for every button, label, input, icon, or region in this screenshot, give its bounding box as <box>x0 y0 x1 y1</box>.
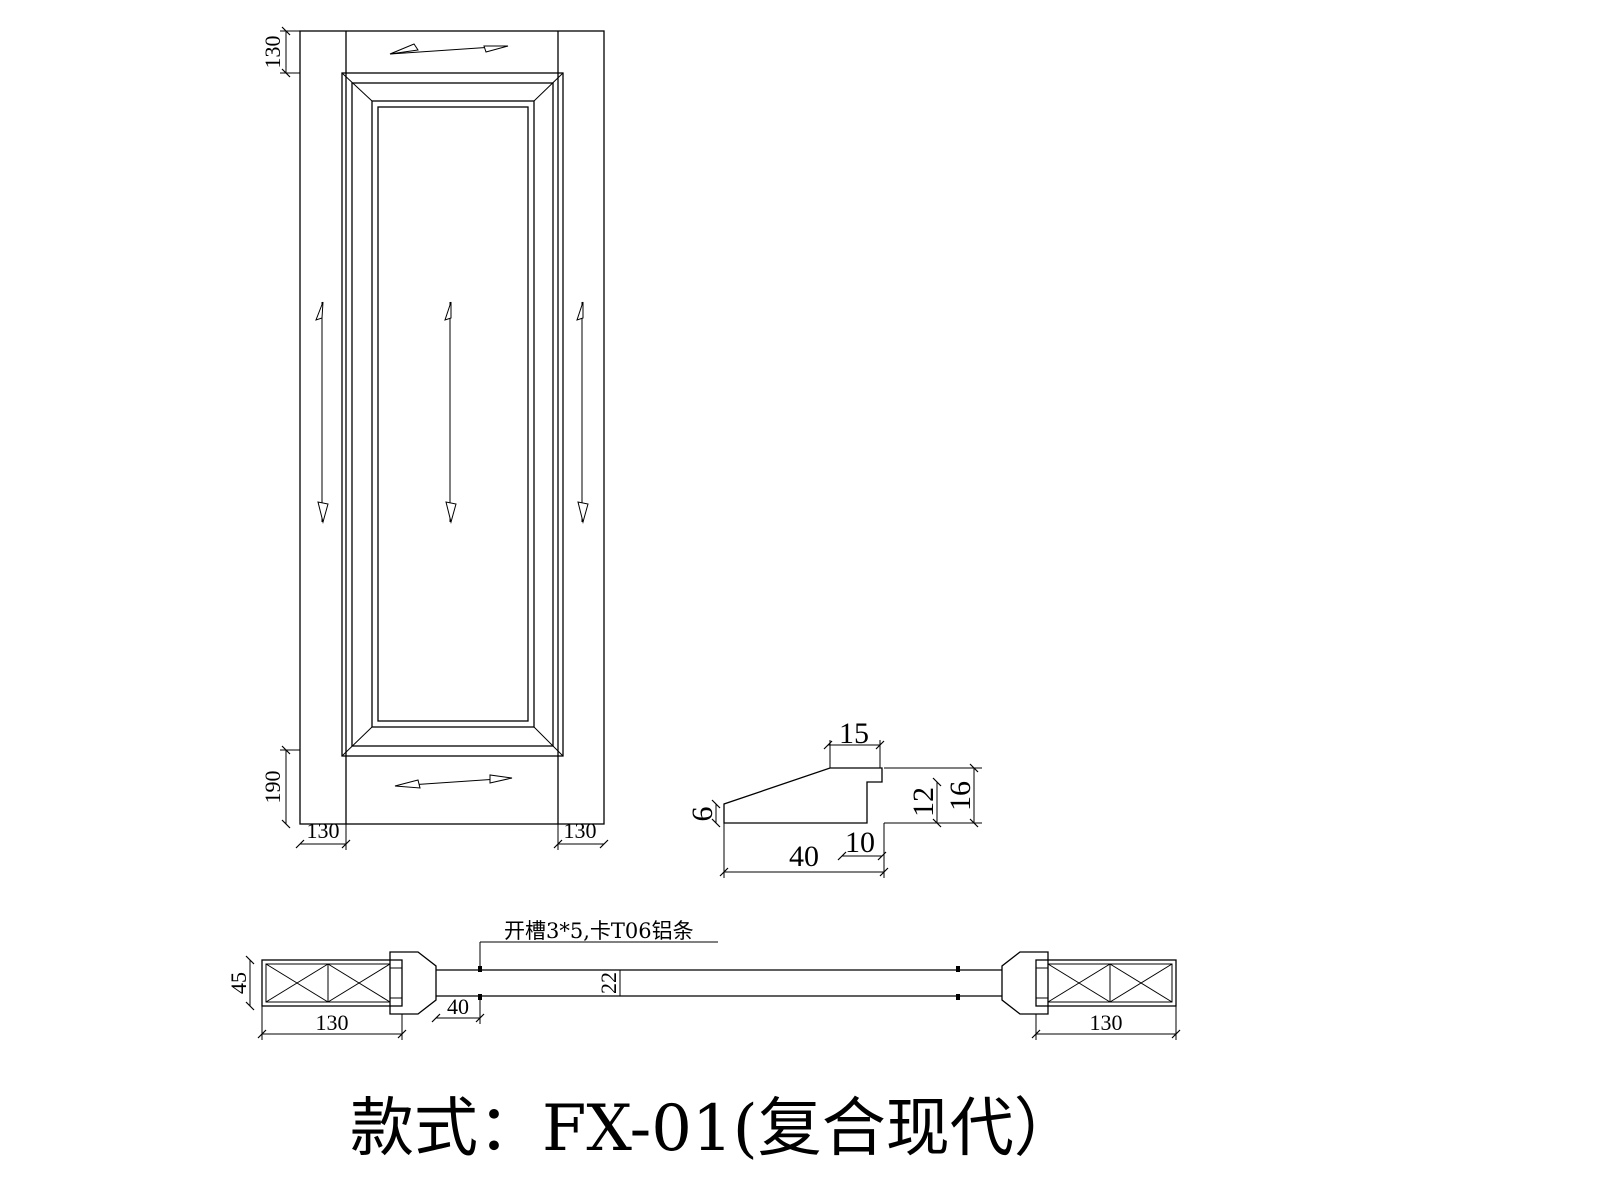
dim-profile-height-outer-text: 16 <box>944 781 977 811</box>
panel-outer <box>371 100 535 728</box>
moulding-outer <box>341 72 564 757</box>
dim-right-stile: 130 <box>553 818 609 850</box>
dim-right-stile-text: 130 <box>564 818 597 843</box>
door-elevation: 130 190 130 130 <box>260 26 609 850</box>
right-stile-section <box>1035 959 1177 1007</box>
dim-panel-thickness-text: 22 <box>596 972 621 994</box>
dim-left-stile: 130 <box>295 818 351 850</box>
door-outline <box>299 30 605 825</box>
dim-top-rail: 130 <box>260 26 300 78</box>
grain-arrow-right <box>576 301 589 524</box>
dim-profile-height-inner-text: 12 <box>907 787 940 817</box>
dim-bottom-rail: 190 <box>260 745 300 829</box>
dim-panel-offset-text: 40 <box>447 994 469 1019</box>
dim-profile-step-text: 10 <box>845 826 875 859</box>
groove-note: 开槽3*5,卡T06铝条 <box>504 919 694 943</box>
grain-arrow-left <box>315 301 329 524</box>
moulding-profile: 15 6 40 10 12 16 <box>686 717 982 878</box>
panel-inner <box>377 106 529 722</box>
dim-top-rail-text: 130 <box>260 36 285 69</box>
left-stile-section <box>261 959 403 1007</box>
groove-right <box>956 966 960 972</box>
dim-profile-edge-text: 6 <box>686 807 719 822</box>
door-cross-section: 22 开槽3*5,卡T06铝条 45 130 40 <box>226 919 1181 1040</box>
dim-left-stile-text: 130 <box>307 818 340 843</box>
grain-arrow-center <box>444 301 457 524</box>
dim-bottom-rail-text: 190 <box>260 771 285 804</box>
drawing-title: 款式：FX-01(复合现代） <box>350 1092 1078 1166</box>
profile-shape <box>723 767 883 824</box>
dim-section-right-text: 130 <box>1090 1010 1123 1035</box>
grain-arrow-bottom <box>394 774 513 789</box>
dim-profile-bottom-text: 40 <box>789 840 819 873</box>
dim-profile-top-text: 15 <box>839 717 869 750</box>
dim-section-left-text: 130 <box>316 1010 349 1035</box>
dim-section-thickness-text: 45 <box>226 972 251 994</box>
grain-arrow-top <box>389 43 509 55</box>
groove-left <box>478 966 482 972</box>
moulding-mid <box>351 82 554 747</box>
